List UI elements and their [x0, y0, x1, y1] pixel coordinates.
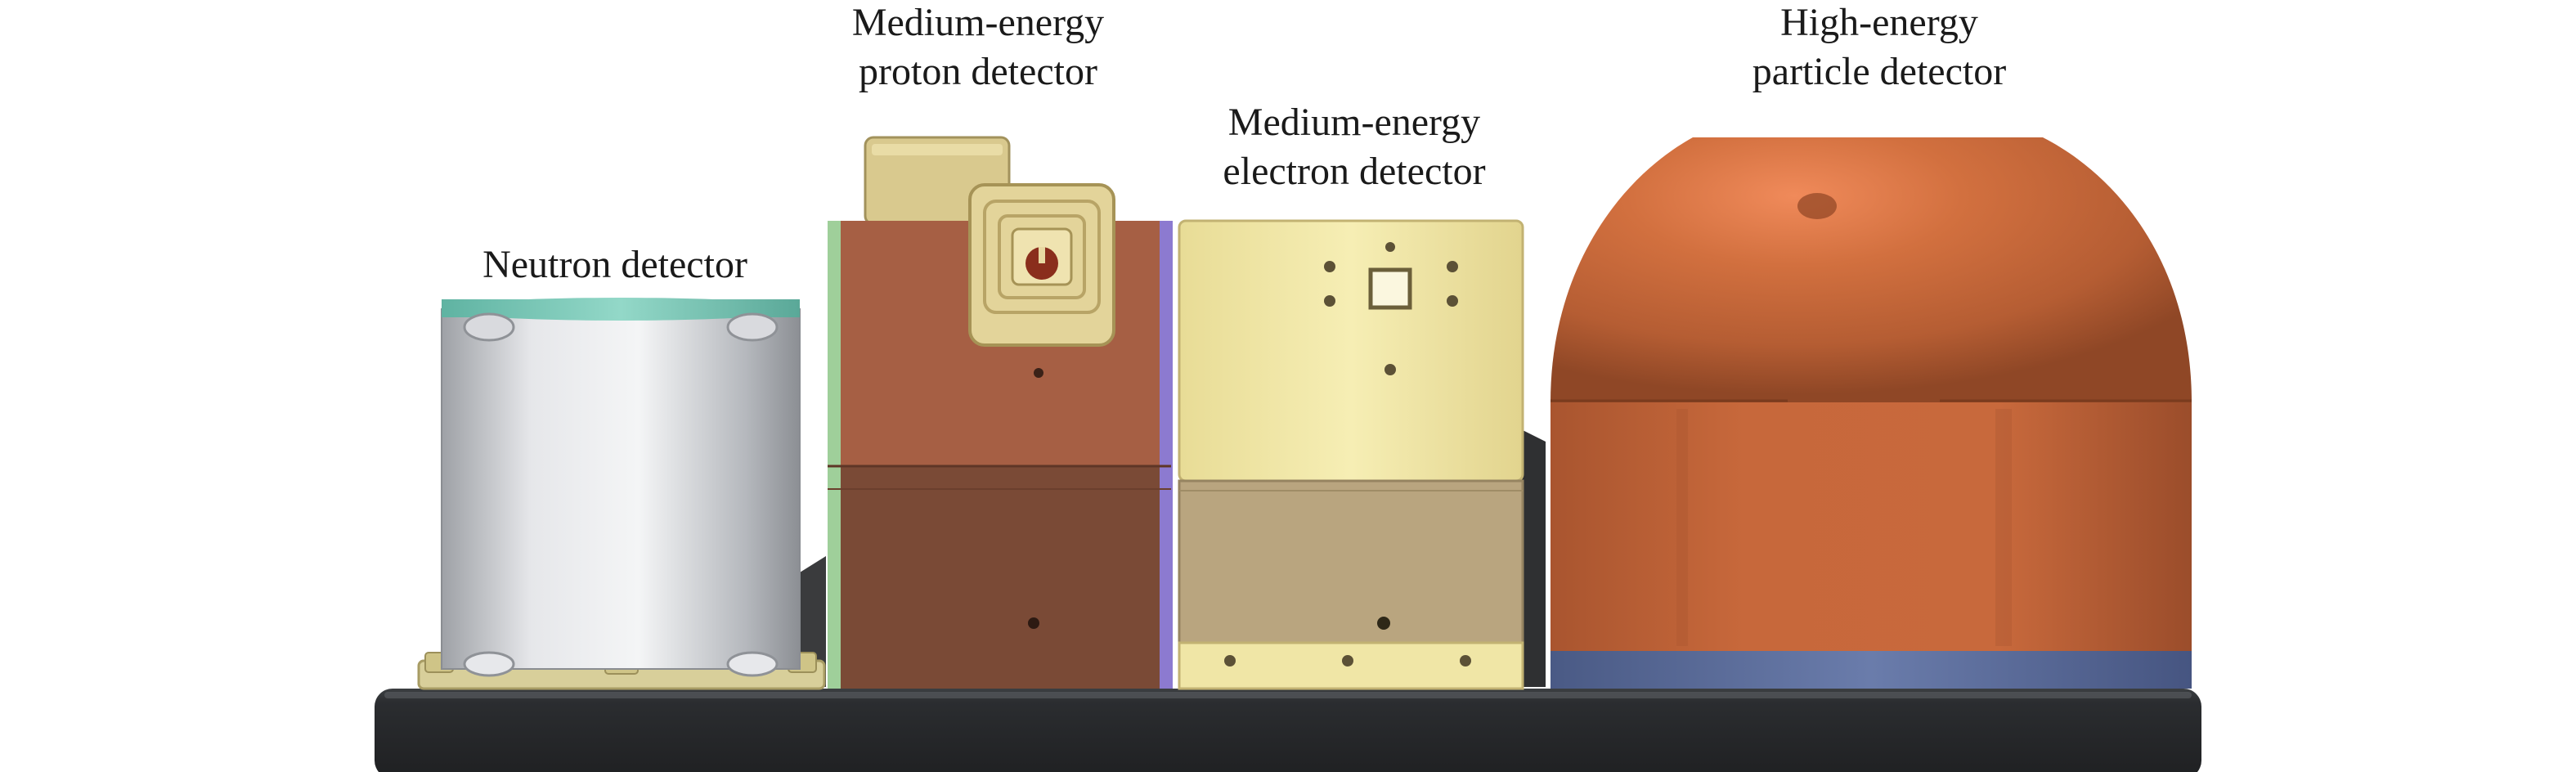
proton-detector: [828, 136, 1173, 689]
neutron-detector: [417, 298, 826, 690]
proton-label-line-1: Medium-energy: [851, 1, 1105, 44]
neutron-cylinder: [441, 308, 801, 670]
proton-body-lower: [828, 466, 1171, 689]
neutron-label-line-1: Neutron detector: [482, 243, 747, 286]
high-energy-band: [1551, 651, 2192, 689]
high-energy-label-line-1: High-energy: [1780, 1, 1978, 44]
base-plate: [375, 689, 2201, 772]
proton-detector-label: Medium-energy proton detector: [852, 0, 1104, 96]
high-energy-label-line-2: particle detector: [1752, 50, 2007, 93]
high-energy-cylinder: [1551, 399, 2192, 654]
proton-label-line-2: proton detector: [859, 50, 1097, 93]
electron-body-upper: [1178, 219, 1524, 482]
electron-label-line-1: Medium-energy: [1227, 101, 1481, 144]
electron-detector-label: Medium-energy electron detector: [1223, 98, 1485, 196]
high-energy-detector: [1551, 137, 2192, 689]
neutron-detector-label: Neutron detector: [482, 240, 747, 290]
high-energy-detector-label: High-energy particle detector: [1752, 0, 2006, 96]
base-plate-highlight: [384, 692, 2192, 698]
high-energy-dome: [1551, 137, 2192, 402]
electron-detector: [1178, 219, 1524, 690]
electron-aperture: [1368, 267, 1412, 310]
electron-label-line-2: electron detector: [1223, 150, 1486, 193]
neutron-top-cap: [442, 299, 800, 317]
